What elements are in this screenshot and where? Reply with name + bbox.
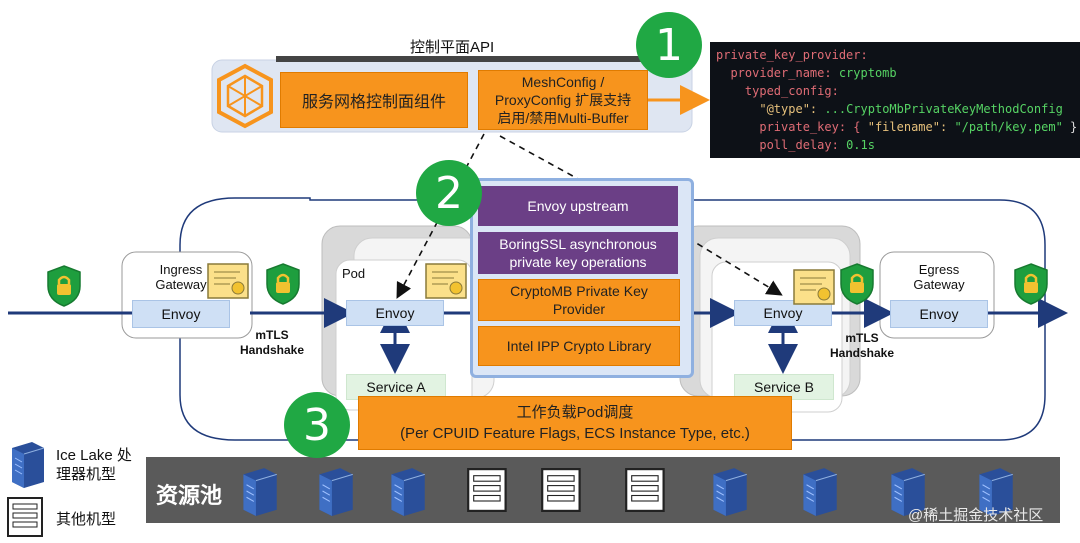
ingress-envoy: Envoy <box>132 300 230 328</box>
blue-server-icon <box>384 466 428 521</box>
step-2-badge: 2 <box>416 160 482 226</box>
pod-a-label: Pod <box>342 266 366 281</box>
code-line-6: poll_delay: 0.1s <box>759 138 875 152</box>
scheduling-box: 工作负载Pod调度 (Per CPUID Feature Flags, ECS … <box>358 396 792 450</box>
blue-server-icon <box>796 466 840 521</box>
control-plane-api-label: 控制平面API <box>410 39 495 56</box>
step-1-badge: 1 <box>636 12 702 78</box>
code-line-3: typed_config: <box>744 84 839 98</box>
meshconfig-line3: 启用/禁用Multi-Buffer <box>497 110 629 126</box>
step-3-badge: 3 <box>284 392 350 458</box>
egress-line1: Egress <box>918 262 960 277</box>
rack-server-icon <box>624 466 668 519</box>
blue-server-icon <box>972 466 1016 521</box>
blue-server-icon <box>236 466 280 521</box>
certificate-icon <box>792 268 838 308</box>
boringssl-line1: BoringSSL asynchronous <box>499 236 657 252</box>
blue-server-icon <box>884 466 928 521</box>
config-code-panel: private_key_provider: provider_name: cry… <box>710 42 1080 158</box>
legend-icelake-icon <box>6 440 46 488</box>
egress-line2: Gateway <box>913 277 965 292</box>
pod-a-service: Service A <box>346 374 446 400</box>
pod-b-service: Service B <box>734 374 834 400</box>
boringssl-line2: private key operations <box>509 254 647 270</box>
api-bar <box>276 56 684 62</box>
ingress-line2: Gateway <box>155 277 207 292</box>
cryptomb-box: CryptoMB Private Key Provider <box>478 279 680 321</box>
code-line-4: "@type": ...CryptoMbPrivateKeyMethodConf… <box>759 102 1063 116</box>
rack-server-icon <box>540 466 584 519</box>
pod-a-envoy: Envoy <box>346 300 444 326</box>
certificate-icon <box>206 262 252 302</box>
shield-lock-icon <box>45 264 83 308</box>
shield-lock-icon <box>1012 262 1050 306</box>
certificate-icon <box>424 262 470 302</box>
code-line-2: provider_name: cryptomb <box>730 66 897 80</box>
ipp-box: Intel IPP Crypto Library <box>478 326 680 366</box>
rack-server-icon <box>466 466 510 519</box>
blue-server-icon <box>706 466 750 521</box>
mtls-right-label: mTLS Handshake <box>829 331 895 360</box>
meshconfig-line2: ProxyConfig 扩展支持 <box>494 92 632 108</box>
mtls-left-label: mTLS Handshake <box>239 328 305 357</box>
ingress-title: Ingress Gateway <box>146 262 216 292</box>
legend-other-icon <box>6 496 46 538</box>
egress-title: Egress Gateway <box>904 262 974 292</box>
egress-envoy: Envoy <box>890 300 988 328</box>
scheduling-line2: (Per CPUID Feature Flags, ECS Instance T… <box>400 425 750 442</box>
watermark: @稀土掘金技术社区 <box>908 507 1044 524</box>
cryptomb-line2: Provider <box>552 301 606 317</box>
envoy-upstream-box: Envoy upstream <box>478 186 678 226</box>
mesh-outline <box>179 197 1046 441</box>
cryptomb-line1: CryptoMB Private Key <box>510 283 648 299</box>
resource-pool-label: 资源池 <box>156 483 223 508</box>
code-line-5: private_key: { "filename": "/path/key.pe… <box>759 120 1078 134</box>
control-plane-component-label: 服务网格控制面组件 <box>301 94 446 111</box>
scheduling-line1: 工作负载Pod调度 <box>516 404 634 421</box>
legend-other-label: 其他机型 <box>56 511 117 528</box>
boringssl-box: BoringSSL asynchronous private key opera… <box>478 232 678 274</box>
meshconfig-line1: MeshConfig / <box>521 74 605 90</box>
legend-icelake-label: Ice Lake 处 理器机型 <box>56 447 132 483</box>
shield-lock-icon <box>264 262 302 306</box>
code-line-1: private_key_provider: <box>716 48 868 62</box>
istio-hexagon-icon <box>214 62 276 130</box>
meshconfig-box: MeshConfig / ProxyConfig 扩展支持 启用/禁用Multi… <box>478 70 648 130</box>
control-plane-component-box: 服务网格控制面组件 <box>280 72 468 128</box>
ingress-line1: Ingress <box>159 262 203 277</box>
shield-lock-icon <box>838 262 876 306</box>
blue-server-icon <box>312 466 356 521</box>
